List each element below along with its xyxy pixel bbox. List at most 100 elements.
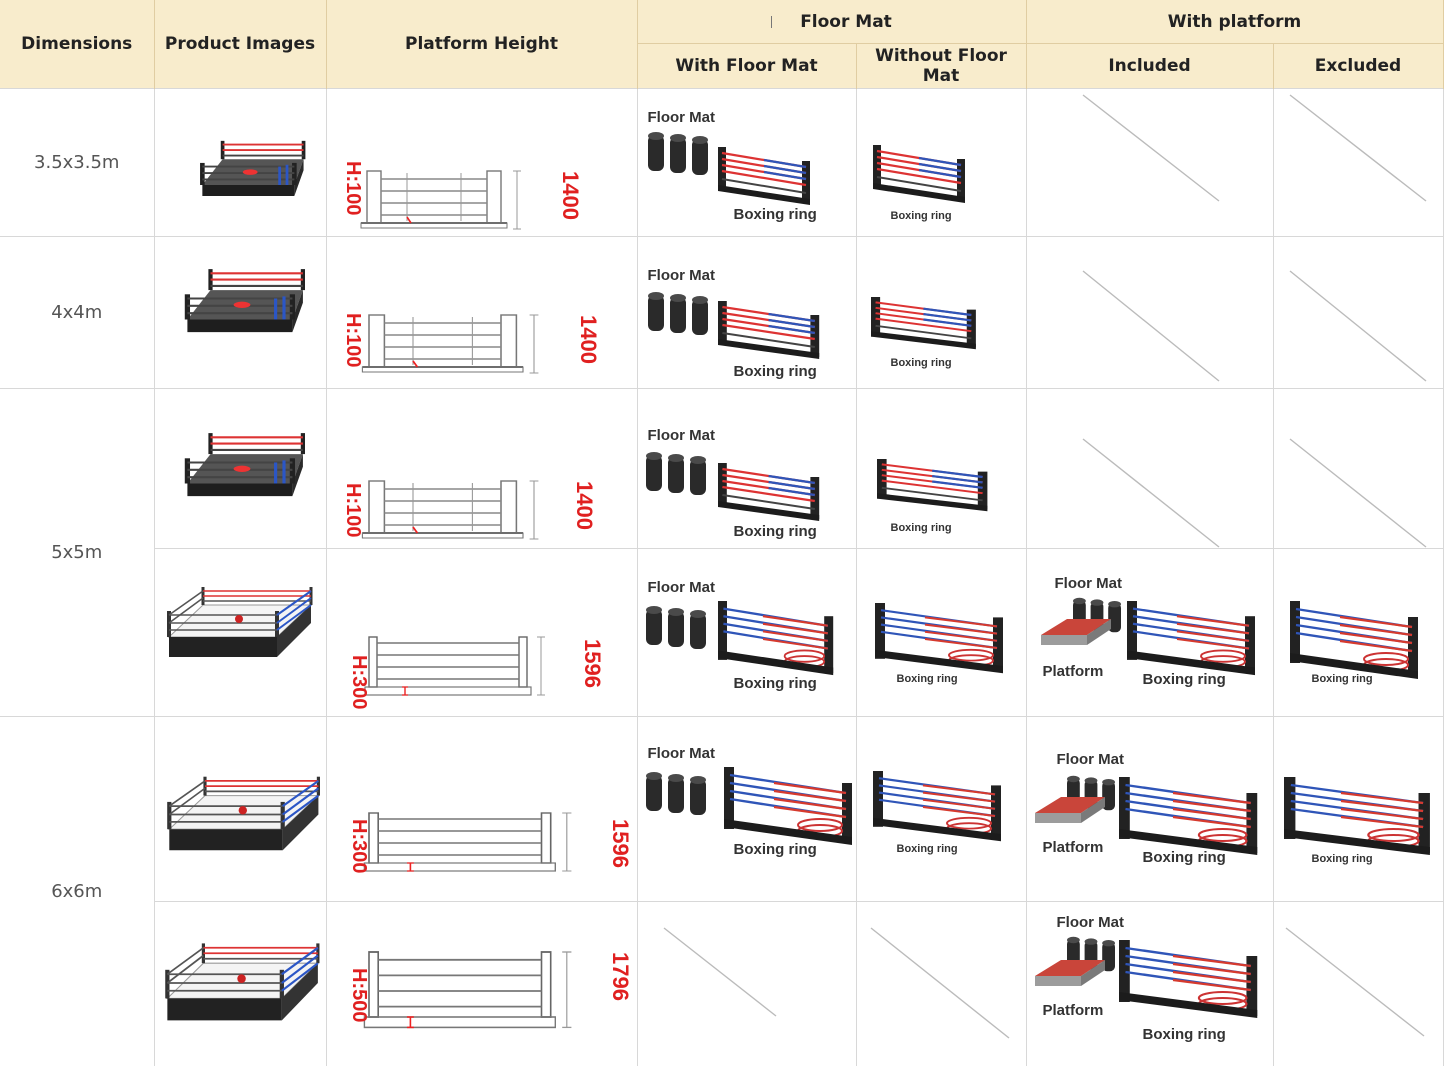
boxing-ring-label: Boxing ring [733,841,817,858]
platform-height-label: H:100 [341,483,364,538]
boxing-ring-label: Boxing ring [1142,1026,1226,1043]
boxing-ring-render-icon [155,237,327,388]
included-cell: Floor Mat Platform Boxing ring [1026,716,1274,902]
product-image-cell [154,901,327,1066]
floor-mat-label: Floor Mat [647,579,716,596]
dimension-cell: 6x6m [0,716,155,1066]
platform-label: Platform [1042,1002,1104,1019]
ring-parts-icon [1282,775,1431,857]
platform-label: Platform [1042,839,1104,856]
platform-height-cell: H:100 1400 [326,388,638,549]
boxing-ring-label: Boxing ring [896,843,958,855]
without-floor-mat-cell: Boxing ring [856,548,1027,717]
rope-height-label: 1400 [557,171,583,220]
boxing-ring-label: Boxing ring [733,523,817,540]
ring-side-elevation-drawing-icon [360,313,540,375]
platform-height-label: H:500 [347,968,370,1023]
with-floor-mat-cell: Floor Mat Boxing ring [637,548,857,717]
excluded-cell [1273,236,1444,389]
not-available-slash-icon [1289,94,1426,202]
included-cell: Floor Mat Platform Boxing ring [1026,548,1274,717]
floor-mat-label: Floor Mat [647,745,716,762]
without-floor-mat-cell: Boxing ring [856,716,1027,902]
header-floor-mat-label: Floor Mat [800,11,892,32]
ring-parts-icon [871,769,1002,843]
platform-label: Platform [1042,663,1104,680]
floor-mat-label: Floor Mat [1056,751,1125,768]
platform-height-cell: H:100 1400 [326,88,638,237]
product-image-cell [154,716,327,902]
platform-block-icon [1040,597,1256,677]
header-with-floor-mat: With Floor Mat [637,43,857,89]
boxing-ring-label: Boxing ring [733,363,817,380]
table-row: 3.5x3.5m H:100 1400 Floor Mat Boxing rin… [0,88,1444,237]
table-row: 6x6m H:300 1596 Floor Mat Boxing ring [0,716,1444,1066]
not-available-slash-icon [1082,438,1219,548]
table-row: 4x4m H:100 1400 Floor Mat Boxing ring [0,236,1444,389]
not-available-slash-icon [1289,438,1426,548]
platform-height-cell: H:500 1796 [326,901,638,1066]
not-available-slash-icon [870,927,1009,1039]
with-floor-mat-cell [637,901,857,1066]
boxing-ring-label: Boxing ring [1311,853,1373,865]
included-cell [1026,88,1274,237]
ring-parts-icon [873,601,1004,675]
platform-height-cell: H:300 1596 [326,716,638,902]
excluded-cell [1273,88,1444,237]
not-available-slash-icon [1082,94,1219,202]
platform-height-cell: H:300 1596 [326,548,638,717]
header-with-platform-group: With platform [1026,0,1444,44]
platform-block-icon [1034,775,1259,857]
excluded-cell: Boxing ring [1273,716,1444,902]
not-available-slash-icon [1082,270,1219,382]
rope-height-label: 1596 [607,819,633,868]
boxing-ring-render-icon [155,717,327,901]
floor-mat-rolls-icon [645,765,853,847]
not-available-slash-icon [1289,270,1426,382]
dimension-cell: 4x4m [0,236,155,389]
without-floor-mat-cell [856,901,1027,1066]
boxing-ring-render-icon [155,389,327,548]
boxing-ring-render-icon [155,89,327,236]
ring-side-elevation-drawing-icon [363,812,572,872]
floor-mat-label: Floor Mat [1054,575,1123,592]
header-platform-height: Platform Height [326,0,638,89]
product-image-cell [154,236,327,389]
boxing-ring-label: Boxing ring [890,210,952,222]
with-floor-mat-cell: Floor Mat Boxing ring [637,716,857,902]
table-row: 5x5m H:100 1400 Floor Mat Boxing ring [0,388,1444,717]
dimension-cell: 3.5x3.5m [0,88,155,237]
floor-mat-label: Floor Mat [647,427,716,444]
floor-mat-label: Floor Mat [647,267,716,284]
rope-height-label: 1400 [571,481,597,530]
with-floor-mat-cell: Floor Mat Boxing ring [637,88,857,237]
with-floor-mat-cell: Floor Mat Boxing ring [637,236,857,389]
boxing-ring-label: Boxing ring [733,206,817,223]
platform-height-label: H:100 [341,161,364,216]
without-floor-mat-cell: Boxing ring [856,236,1027,389]
product-image-cell [154,548,327,717]
boxing-ring-label: Boxing ring [890,522,952,534]
ring-side-elevation-drawing-icon [359,170,522,230]
without-floor-mat-cell: Boxing ring [856,388,1027,549]
ring-side-elevation-drawing-icon [362,951,572,1029]
with-floor-mat-cell: Floor Mat Boxing ring [637,388,857,549]
header-without-floor-mat: Without Floor Mat [856,43,1027,89]
header-included: Included [1026,43,1274,89]
excluded-cell: Boxing ring [1273,548,1444,717]
floor-mat-label: Floor Mat [647,109,716,126]
boxing-ring-label: Boxing ring [733,675,817,692]
ring-parts-icon [1288,599,1419,681]
boxing-ring-label: Boxing ring [1142,849,1226,866]
header-product-images: Product Images [154,0,327,89]
rope-height-label: 1796 [607,952,633,1001]
boxing-ring-label: Boxing ring [1311,673,1373,685]
platform-height-label: H:300 [347,655,370,710]
ring-side-elevation-drawing-icon [363,636,546,696]
platform-height-label: H:100 [341,313,364,368]
not-available-slash-icon [663,927,776,1017]
not-available-slash-icon [1285,927,1424,1037]
table-row: H:500 1796 Floor Mat Platform Boxing rin… [0,901,1444,1066]
